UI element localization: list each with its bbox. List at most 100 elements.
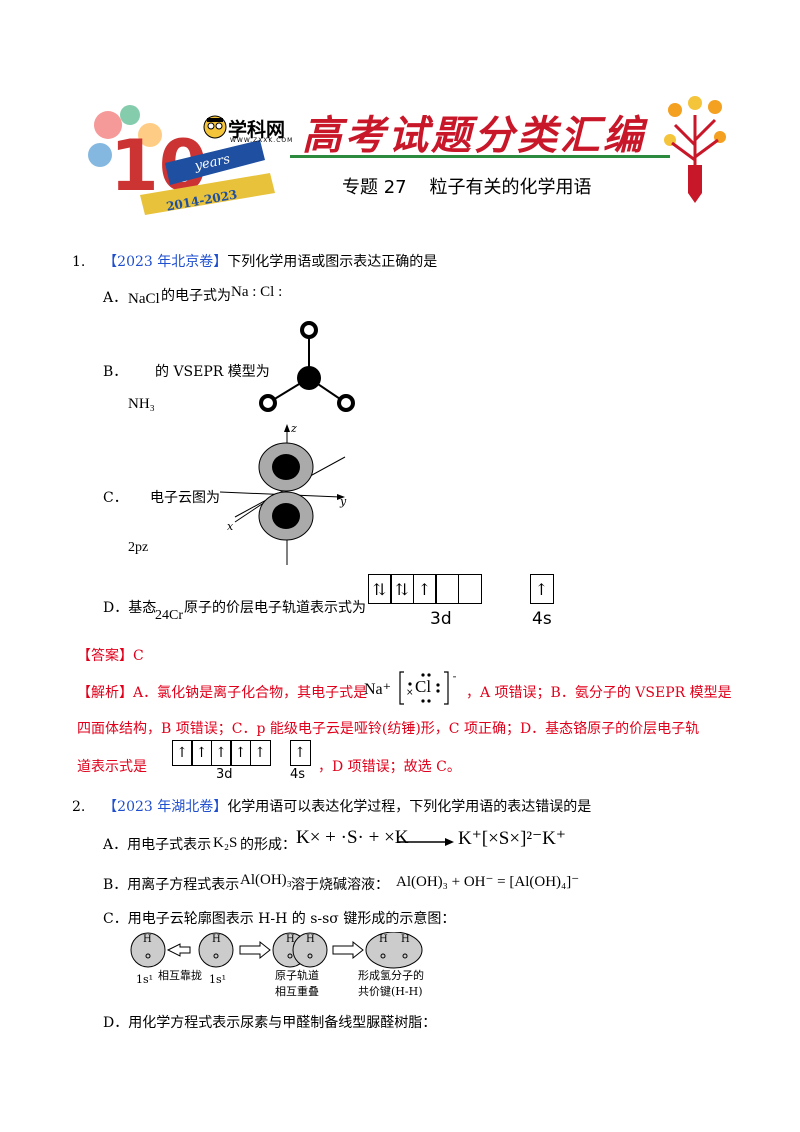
label-overlap-2: 相互重叠 — [275, 985, 319, 998]
s-s-sigma-bond-diagram — [130, 932, 423, 969]
q2-d-text: D．用化学方程式表示尿素与甲醛制备线型脲醛树脂： — [103, 1015, 437, 1031]
axis-z-label: z — [290, 422, 297, 435]
q2-a-text: A．用电子式表示 — [103, 837, 212, 853]
q1-a-formula: NaCl — [128, 291, 160, 307]
zxxk-logo-text: 学科网 — [228, 119, 286, 141]
q2-a-text2: 的形成： — [240, 837, 296, 853]
orbital-box: ⇅ — [390, 574, 414, 604]
q1-d-4s-label: 4s — [532, 609, 552, 629]
q1-analysis-line3a: 道表示式是 — [77, 759, 147, 775]
h-label-4: H — [306, 934, 315, 945]
orbital-box: ↑ — [171, 740, 193, 766]
analysis-label: 【解析】 — [77, 685, 133, 701]
q2-stem-text: 化学用语可以表达化学过程，下列化学用语的表达错误的是 — [227, 799, 592, 815]
q1-d-3d-label: 3d — [430, 609, 452, 629]
q1-d-text: 原子的价层电子轨道表示式为 — [184, 600, 366, 616]
q2-stem: 2. 【2023 年湖北卷】化学用语可以表达化学过程，下列化学用语的表达错误的是 — [72, 796, 591, 816]
orbital-box: ↑ — [210, 740, 232, 766]
q1-source: 【2023 年北京卷】 — [103, 254, 228, 270]
orbital-box: ↑ — [529, 574, 554, 604]
q1-d-formula: 24Cr — [155, 608, 183, 623]
q1-answer: 【答案】C — [77, 648, 144, 664]
banner-title: 高考试题分类汇编 — [302, 112, 646, 159]
banner-underline — [290, 155, 670, 158]
vsepr-center-atom — [297, 366, 321, 390]
h2-molecule-orbital — [365, 932, 423, 969]
q1-a-expr: Na : Cl : — [231, 284, 283, 300]
h-label-2: H — [212, 934, 221, 945]
orbital-box: ↑ — [412, 574, 437, 604]
zxxk-logo-url: WWW.ZXXK.COM — [230, 137, 294, 144]
analysis-text-1b: ，A 项错误；B．氨分子的 VSEPR 模型是 — [466, 685, 732, 701]
q2-c-text: C．用电子云轮廓图表示 H-H 的 s-sσ 键形成的示意图： — [103, 911, 456, 927]
q2-b-text: B．用离子方程式表示 — [103, 877, 240, 893]
q2-a-expr-right: K⁺[×S×]²⁻K⁺ — [458, 828, 566, 849]
q2-b-formula: Al(OH)₃ — [240, 872, 292, 888]
label-form-1: 形成氢分子的 — [358, 969, 424, 982]
q1-c-text: 电子云图为 — [150, 490, 220, 506]
orbital-box: ↑ — [249, 740, 271, 766]
label-1s-b: 1s¹ — [209, 973, 227, 986]
q1-c-formula: 2pz — [128, 540, 149, 555]
h-label-6: H — [401, 934, 410, 945]
q2-b-equation: Al(OH)₃ + OH⁻ = [Al(OH)₄]⁻ — [396, 874, 580, 890]
analysis-4s-label: 4s — [290, 767, 306, 782]
orbital-box: ⇅ — [367, 574, 392, 604]
q1-stem: 1. 【2023 年北京卷】下列化学用语或图示表达正确的是 — [72, 251, 437, 271]
header-banner: 10 years 2014-2023 学科网 WWW.ZXXK.COM 高考试题… — [80, 95, 740, 215]
analysis-text-1: A．氯化钠是离子化合物，其电子式是 — [133, 685, 368, 701]
analysis-4s-orbital: ↑ — [289, 740, 311, 766]
q1-option-a: A． — [103, 287, 127, 307]
q1-d-4s-orbital: ↑ — [529, 574, 554, 604]
vsepr-model-diagram — [259, 321, 355, 412]
analysis-cl-bracket: − × Cl — [398, 670, 460, 706]
label-1s-a: 1s¹ — [136, 973, 154, 986]
q1-d-label: D．基态 — [103, 600, 157, 616]
page-subtitle: 专题 27 粒子有关的化学用语 — [342, 177, 592, 198]
q1-number: 1. — [72, 254, 86, 270]
h-orbital-2 — [198, 932, 234, 968]
electron-cloud-diagram: z y x — [219, 422, 347, 565]
zxxk-logo-icon — [203, 115, 227, 139]
vsepr-left-atom — [259, 394, 277, 412]
pencil-tree-icon — [664, 96, 726, 203]
vsepr-top-atom — [300, 321, 318, 339]
q2-number: 2. — [72, 799, 86, 815]
analysis-na-ion: Na⁺ — [364, 681, 392, 698]
q1-analysis-line1: 【解析】A．氯化钠是离子化合物，其电子式是 — [77, 682, 367, 702]
svg-text:−: − — [452, 672, 456, 683]
svg-text:×: × — [406, 688, 414, 698]
q2-source: 【2023 年湖北卷】 — [103, 799, 228, 815]
orbital-box — [457, 574, 482, 604]
q1-stem-text: 下列化学用语或图示表达正确的是 — [227, 254, 438, 270]
axis-x-label: x — [227, 520, 234, 533]
h-label-5: H — [379, 934, 388, 945]
orbital-box: ↑ — [289, 740, 311, 766]
analysis-3d-label: 3d — [216, 767, 233, 782]
q1-b-formula: NH₃ — [128, 396, 155, 412]
q1-analysis-line3b: ，D 项错误；故选 C。 — [318, 759, 461, 775]
h-label-3: H — [286, 934, 295, 945]
q1-analysis-line2: 四面体结构，B 项错误；C．p 能级电子云是哑铃(纺锤)形，C 项正确；D．基态… — [77, 721, 700, 737]
q1-a-text: 的电子式为 — [161, 288, 231, 304]
h-orbital-4 — [292, 932, 328, 968]
q2-b-text2: 溶于烧碱溶液： — [291, 877, 389, 893]
label-overlap-1: 原子轨道 — [275, 969, 319, 982]
analysis-3d-orbitals: ↑ ↑ ↑ ↑ ↑ — [171, 740, 271, 766]
vsepr-right-atom — [337, 394, 355, 412]
q1-d-3d-orbitals: ⇅ ⇅ ↑ — [367, 574, 482, 604]
label-approach: 相互靠拢 — [158, 969, 202, 982]
analysis-cl-symbol: Cl — [415, 677, 432, 696]
q1-c-label: C． — [103, 490, 128, 506]
label-form-2: 共价键(H-H) — [358, 985, 423, 998]
q1-b-label: B． — [103, 364, 128, 380]
h-label-1: H — [143, 934, 152, 945]
q2-a-expr-left: K× + ·S· + ×K — [296, 827, 409, 848]
years-logo: 10 years 2014-2023 — [88, 105, 275, 215]
h-orbital-1 — [130, 932, 166, 968]
reaction-arrow-icon — [398, 838, 454, 846]
q1-a-label: A． — [103, 290, 128, 306]
orbital-box: ↑ — [230, 740, 251, 766]
q2-a-formula: K₂S — [213, 835, 238, 851]
orbital-box: ↑ — [191, 740, 212, 766]
